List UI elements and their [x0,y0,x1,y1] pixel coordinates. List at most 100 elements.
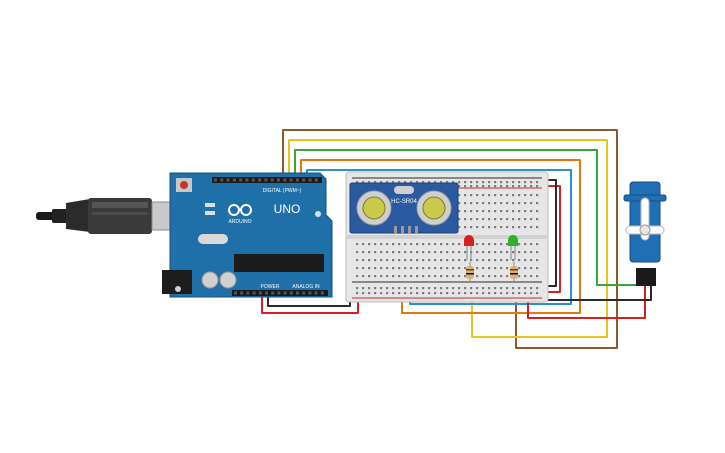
breadboard-hole[interactable] [440,292,443,295]
breadboard-hole[interactable] [482,210,485,213]
header-pin[interactable] [270,178,274,182]
breadboard-hole[interactable] [446,292,449,295]
breadboard-hole[interactable] [398,181,401,184]
breadboard-hole[interactable] [404,259,407,262]
wire-orange[interactable] [300,159,581,314]
header-pin[interactable] [232,178,236,182]
breadboard-hole[interactable] [434,287,437,290]
breadboard-hole[interactable] [476,243,479,246]
breadboard-hole[interactable] [482,243,485,246]
breadboard-hole[interactable] [392,181,395,184]
breadboard-hole[interactable] [476,194,479,197]
breadboard-hole[interactable] [398,275,401,278]
breadboard-hole[interactable] [476,267,479,270]
breadboard-hole[interactable] [440,181,443,184]
breadboard-hole[interactable] [536,275,539,278]
breadboard-hole[interactable] [464,210,467,213]
breadboard-hole[interactable] [506,275,509,278]
breadboard-hole[interactable] [506,251,509,254]
breadboard-hole[interactable] [410,287,413,290]
breadboard-hole[interactable] [518,267,521,270]
breadboard-hole[interactable] [428,275,431,278]
header-pin[interactable] [283,178,287,182]
breadboard-hole[interactable] [380,259,383,262]
breadboard-hole[interactable] [404,275,407,278]
breadboard-hole[interactable] [464,181,467,184]
breadboard-hole[interactable] [518,202,521,205]
breadboard-hole[interactable] [440,251,443,254]
breadboard-hole[interactable] [392,287,395,290]
led-red[interactable] [464,235,474,260]
header-pin[interactable] [258,178,262,182]
breadboard-hole[interactable] [416,292,419,295]
breadboard-hole[interactable] [386,259,389,262]
breadboard-hole[interactable] [512,194,515,197]
breadboard-hole[interactable] [530,226,533,229]
breadboard-hole[interactable] [446,251,449,254]
breadboard-hole[interactable] [470,259,473,262]
breadboard-hole[interactable] [476,275,479,278]
breadboard-hole[interactable] [410,259,413,262]
breadboard-hole[interactable] [476,218,479,221]
breadboard-hole[interactable] [488,202,491,205]
breadboard-hole[interactable] [416,243,419,246]
breadboard-hole[interactable] [512,226,515,229]
breadboard-hole[interactable] [452,251,455,254]
breadboard-hole[interactable] [536,194,539,197]
breadboard-hole[interactable] [530,202,533,205]
ultrasonic-sensor[interactable]: HC-SR04 [349,182,459,234]
breadboard-hole[interactable] [506,181,509,184]
breadboard-hole[interactable] [512,181,515,184]
breadboard-hole[interactable] [368,181,371,184]
header-pin[interactable] [314,178,318,182]
breadboard-hole[interactable] [506,226,509,229]
breadboard-hole[interactable] [530,267,533,270]
breadboard-hole[interactable] [458,275,461,278]
breadboard-hole[interactable] [464,251,467,254]
breadboard-hole[interactable] [410,243,413,246]
breadboard-hole[interactable] [488,275,491,278]
breadboard-hole[interactable] [488,251,491,254]
breadboard-hole[interactable] [356,243,359,246]
breadboard-hole[interactable] [452,292,455,295]
breadboard-hole[interactable] [536,226,539,229]
header-pin[interactable] [214,178,217,182]
breadboard-hole[interactable] [422,292,425,295]
breadboard-hole[interactable] [428,251,431,254]
header-pin[interactable] [302,291,306,295]
breadboard-hole[interactable] [476,259,479,262]
breadboard-hole[interactable] [374,287,377,290]
breadboard-hole[interactable] [422,287,425,290]
breadboard-hole[interactable] [416,259,419,262]
breadboard-hole[interactable] [494,210,497,213]
breadboard-hole[interactable] [380,275,383,278]
breadboard-hole[interactable] [506,185,509,188]
breadboard-hole[interactable] [428,267,431,270]
breadboard-hole[interactable] [458,194,461,197]
header-pin[interactable] [320,291,324,295]
breadboard-hole[interactable] [494,202,497,205]
breadboard-hole[interactable] [362,259,365,262]
breadboard-hole[interactable] [374,275,377,278]
breadboard-hole[interactable] [512,287,515,290]
breadboard-hole[interactable] [488,267,491,270]
breadboard-hole[interactable] [506,292,509,295]
breadboard-hole[interactable] [440,275,443,278]
breadboard-hole[interactable] [524,259,527,262]
breadboard-hole[interactable] [386,275,389,278]
breadboard-hole[interactable] [428,287,431,290]
breadboard-hole[interactable] [356,251,359,254]
breadboard-hole[interactable] [518,194,521,197]
breadboard-hole[interactable] [488,181,491,184]
breadboard-hole[interactable] [410,292,413,295]
breadboard-hole[interactable] [464,275,467,278]
breadboard-hole[interactable] [404,292,407,295]
breadboard-hole[interactable] [518,275,521,278]
header-pin[interactable] [289,291,293,295]
header-pin[interactable] [245,178,249,182]
header-pin[interactable] [251,178,255,182]
header-pin[interactable] [252,291,256,295]
breadboard-hole[interactable] [398,259,401,262]
breadboard-hole[interactable] [488,292,491,295]
breadboard-hole[interactable] [530,251,533,254]
